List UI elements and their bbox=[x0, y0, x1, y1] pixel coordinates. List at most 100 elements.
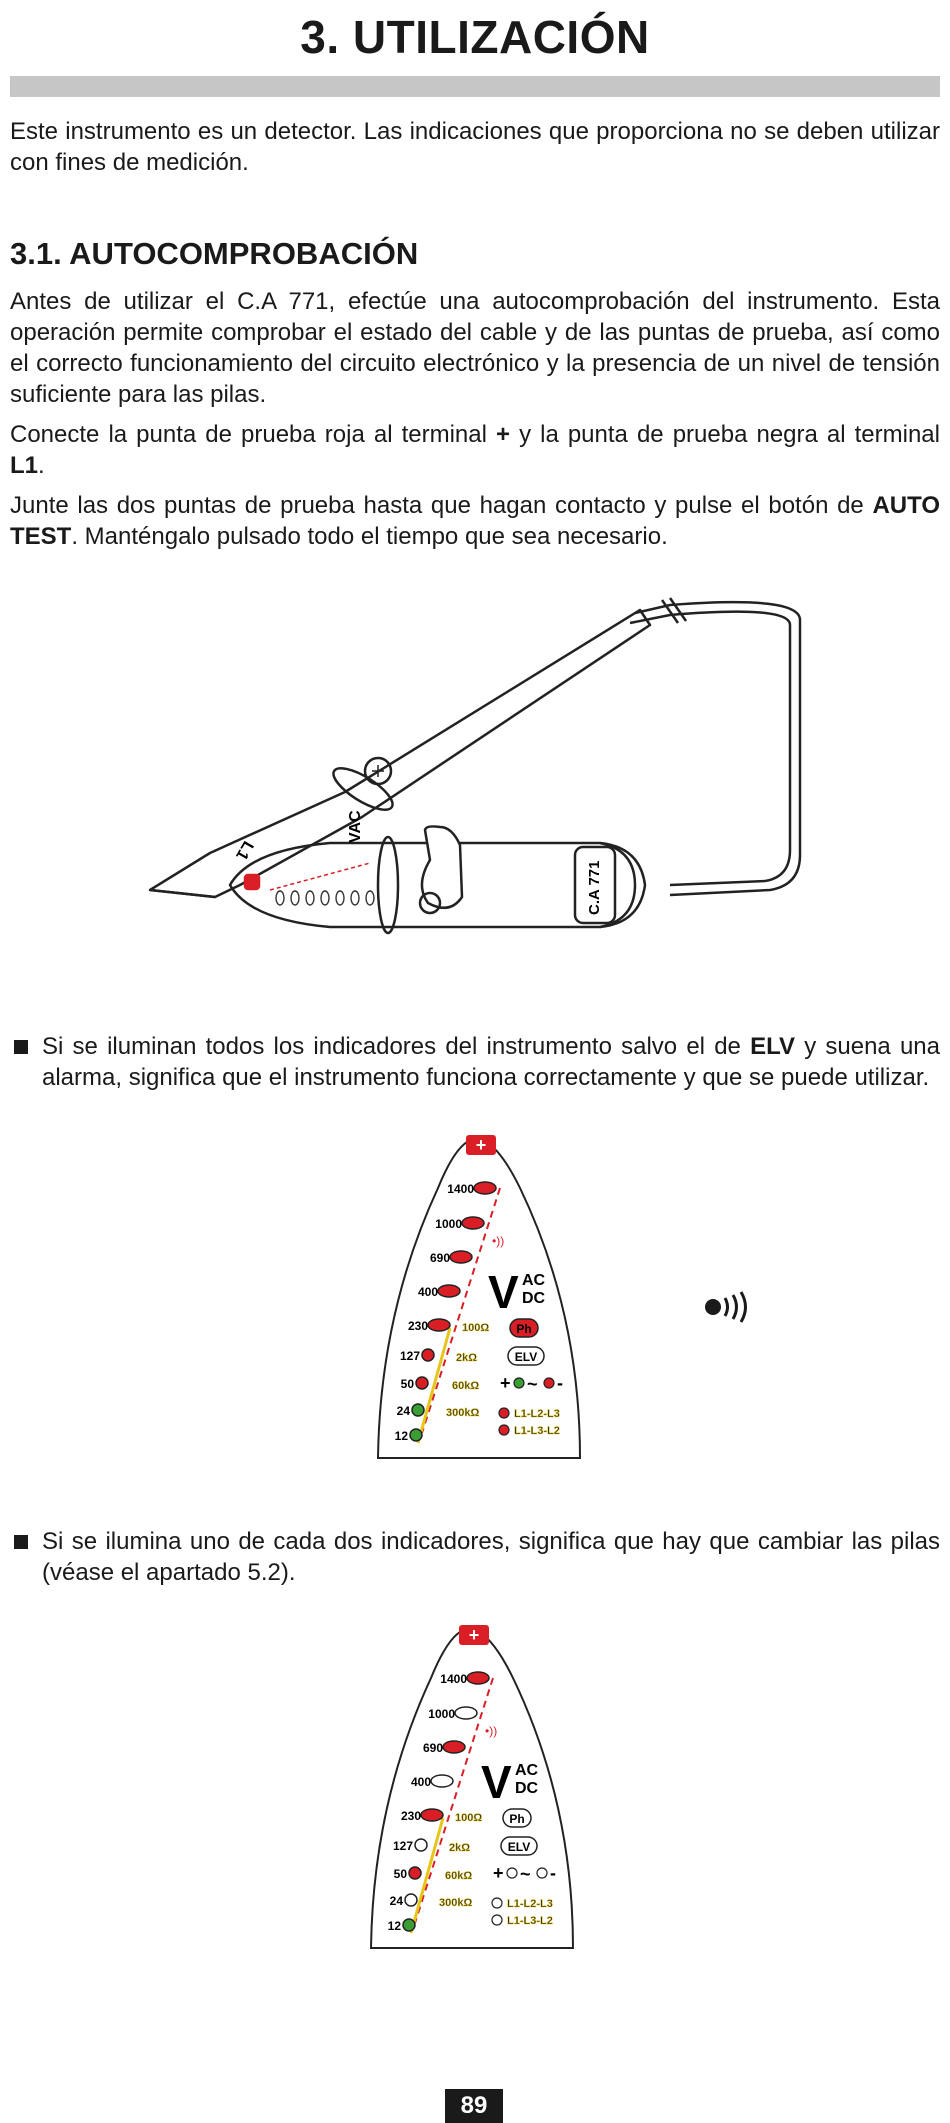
autotest-button-text: AUTO TEST bbox=[10, 492, 940, 550]
ac-label: AC bbox=[515, 1762, 539, 1779]
selftest-paragraph: Antes de utilizar el C.A 771, efectúe un… bbox=[10, 288, 940, 408]
resistance-label: 300kΩ bbox=[439, 1897, 472, 1909]
level-led bbox=[404, 1893, 418, 1907]
bullet1-text-c: y suena una alarma, significa que el ins… bbox=[42, 1033, 940, 1091]
level-label: 50 bbox=[401, 1377, 415, 1391]
phase-a-text: L1-L2-L3 bbox=[507, 1898, 553, 1910]
level-led bbox=[415, 1376, 429, 1390]
level-led bbox=[414, 1838, 428, 1852]
elv-indicator bbox=[507, 1346, 545, 1366]
page-number: 89 bbox=[445, 2089, 503, 2123]
continuity-scale-line bbox=[416, 1327, 452, 1444]
phase-b-text: L1-L3-L2 bbox=[514, 1425, 560, 1437]
plus-text: + bbox=[476, 1135, 487, 1155]
level-led bbox=[421, 1348, 435, 1362]
level-label: 24 bbox=[390, 1894, 404, 1908]
connect-text: Conecte la punta de prueba roja al termi… bbox=[10, 421, 496, 448]
level-label: 1400 bbox=[447, 1182, 474, 1196]
level-led bbox=[430, 1774, 454, 1788]
v-symbol: V bbox=[481, 1756, 512, 1808]
phase-a-text: L1-L2-L3 bbox=[514, 1408, 560, 1420]
level-led bbox=[427, 1318, 451, 1332]
minus-polarity-icon: - bbox=[550, 1863, 556, 1883]
ac-wave-icon: ~ bbox=[527, 1374, 538, 1394]
level-led bbox=[411, 1403, 425, 1417]
level-led bbox=[449, 1250, 473, 1264]
bullet-square-icon bbox=[14, 1535, 28, 1549]
device-v-label: VAC bbox=[347, 810, 364, 843]
bullet-all-leds-text: Si se iluminan todos los indicadores del… bbox=[42, 1031, 940, 1093]
level-label: 1000 bbox=[435, 1217, 462, 1231]
alarm-small-icon: •)) bbox=[485, 1724, 497, 1738]
device-model-text: C.A 771 bbox=[586, 861, 603, 915]
bullet1-elv-text: ELV bbox=[750, 1033, 795, 1060]
intro-paragraph: Este instrumento es un detector. Las ind… bbox=[10, 118, 940, 176]
phase-b-text: L1-L3-L2 bbox=[507, 1915, 553, 1927]
bullet1-text-a: Si se iluminan todos los indicadores del… bbox=[42, 1033, 751, 1060]
dc-label: DC bbox=[515, 1780, 539, 1797]
ph-indicator bbox=[509, 1318, 539, 1338]
page-title: 3. UTILIZACIÓN bbox=[300, 11, 650, 63]
dc-label: DC bbox=[522, 1290, 546, 1307]
level-label: 12 bbox=[395, 1429, 409, 1443]
plus-text: + bbox=[469, 1625, 480, 1645]
resistance-label: 300kΩ bbox=[446, 1407, 479, 1419]
level-led bbox=[420, 1808, 444, 1822]
level-label: 400 bbox=[411, 1775, 431, 1789]
minus-polarity-icon: - bbox=[557, 1373, 563, 1393]
v-symbol: V bbox=[488, 1266, 519, 1318]
level-label: 230 bbox=[408, 1319, 428, 1333]
level-label: 690 bbox=[423, 1741, 443, 1755]
bullet-all-leds: Si se iluminan todos los indicadores del… bbox=[10, 1031, 940, 1093]
resistance-label: 2kΩ bbox=[449, 1842, 470, 1854]
resistance-label: 60kΩ bbox=[445, 1870, 472, 1882]
level-label: 230 bbox=[401, 1809, 421, 1823]
phase-led bbox=[498, 1407, 510, 1419]
level-label: 690 bbox=[430, 1251, 450, 1265]
phase-led bbox=[491, 1914, 503, 1926]
elv-indicator bbox=[500, 1836, 538, 1856]
polarity-led bbox=[543, 1377, 555, 1389]
autotest-paragraph: Junte las dos puntas de prueba hasta que… bbox=[10, 490, 940, 552]
ph-text: Ph bbox=[516, 1322, 531, 1336]
plus-terminal-text: + bbox=[496, 421, 511, 448]
level-led bbox=[466, 1671, 490, 1685]
level-led bbox=[454, 1706, 478, 1720]
resistance-label: 100Ω bbox=[455, 1812, 482, 1824]
bullet-every-other-text: Si se ilumina uno de cada dos indicadore… bbox=[42, 1528, 940, 1586]
polarity-led bbox=[513, 1377, 525, 1389]
autotest-text: Junte las dos puntas de prueba hasta que… bbox=[10, 492, 873, 519]
phase-led bbox=[498, 1424, 510, 1436]
level-led bbox=[408, 1866, 422, 1880]
plus-polarity-icon: + bbox=[493, 1863, 504, 1883]
level-led bbox=[409, 1428, 423, 1442]
level-label: 127 bbox=[400, 1349, 420, 1363]
ph-text: Ph bbox=[509, 1812, 524, 1826]
connect-paragraph: Conecte la punta de prueba roja al termi… bbox=[10, 419, 940, 481]
device-illustration: VAC C.A 771 L1 bbox=[148, 597, 802, 935]
polarity-led bbox=[536, 1867, 548, 1879]
phase-led bbox=[491, 1897, 503, 1909]
elv-text: ELV bbox=[508, 1840, 530, 1854]
level-label: 24 bbox=[397, 1404, 411, 1418]
resistance-label: 100Ω bbox=[462, 1322, 489, 1334]
ac-wave-icon: ~ bbox=[520, 1864, 531, 1884]
bullet-every-other: Si se ilumina uno de cada dos indicadore… bbox=[10, 1526, 940, 1588]
level-label: 12 bbox=[388, 1919, 402, 1933]
plus-badge-icon bbox=[459, 1625, 489, 1645]
level-label: 1000 bbox=[428, 1707, 455, 1721]
voltage-scale-line bbox=[414, 1677, 494, 1924]
speaker-sound-icon bbox=[705, 1291, 747, 1323]
resistance-label: 2kΩ bbox=[456, 1352, 477, 1364]
title-rule bbox=[10, 76, 940, 97]
plus-polarity-icon: + bbox=[500, 1373, 511, 1393]
level-label: 1400 bbox=[440, 1672, 467, 1686]
polarity-led bbox=[506, 1867, 518, 1879]
ac-label: AC bbox=[522, 1272, 546, 1289]
level-led bbox=[402, 1918, 416, 1932]
level-label: 400 bbox=[418, 1285, 438, 1299]
resistance-label: 60kΩ bbox=[452, 1380, 479, 1392]
l1-terminal-text: L1 bbox=[10, 452, 39, 479]
level-led bbox=[437, 1284, 461, 1298]
